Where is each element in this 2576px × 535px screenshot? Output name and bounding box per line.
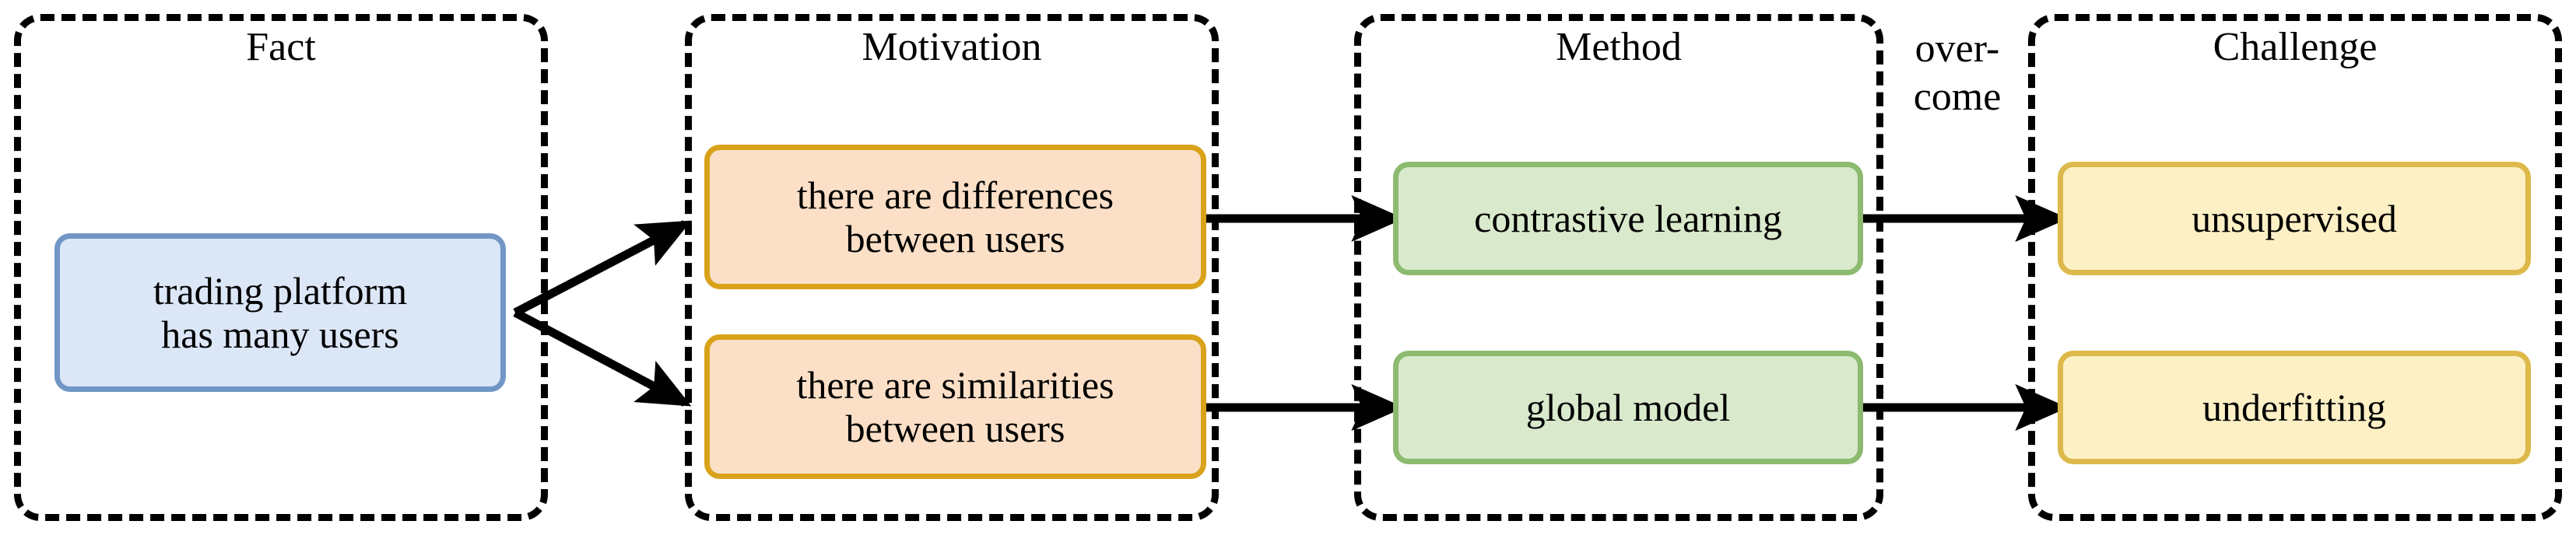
node-motivation-differences-line1: there are differences (796, 173, 1114, 217)
group-challenge (2028, 14, 2562, 521)
group-fact (14, 14, 548, 521)
node-method-global-model[interactable]: global model (1393, 351, 1863, 464)
group-title-motivation: Motivation (862, 25, 1042, 69)
node-challenge-unsupervised-text: unsupervised (2192, 197, 2397, 240)
node-motivation-differences[interactable]: there are differences between users (704, 145, 1206, 289)
node-fact-trading-platform[interactable]: trading platform has many users (54, 233, 506, 392)
group-title-fact: Fact (246, 25, 316, 69)
group-motivation (685, 14, 1219, 521)
node-motivation-differences-line2: between users (845, 217, 1065, 261)
edge-label-overcome: over- come (1913, 26, 2002, 120)
node-challenge-unsupervised[interactable]: unsupervised (2058, 162, 2531, 275)
node-motivation-differences-text: there are differences between users (718, 173, 1193, 261)
node-motivation-similarities-line1: there are similarities (796, 363, 1114, 407)
group-method (1354, 14, 1883, 521)
node-method-contrastive-learning[interactable]: contrastive learning (1393, 162, 1863, 275)
node-method-global-model-text: global model (1525, 386, 1731, 429)
node-motivation-similarities-text: there are similarities between users (718, 363, 1193, 450)
node-challenge-underfitting-text: underfitting (2202, 386, 2387, 429)
node-method-contrastive-learning-text: contrastive learning (1474, 197, 1782, 240)
node-fact-line2: has many users (161, 313, 399, 356)
node-motivation-similarities-line2: between users (845, 407, 1065, 450)
node-motivation-similarities[interactable]: there are similarities between users (704, 334, 1206, 479)
node-fact-line1: trading platform (153, 269, 408, 313)
node-fact-text: trading platform has many users (68, 269, 493, 356)
group-title-method: Method (1556, 25, 1682, 69)
node-challenge-underfitting[interactable]: underfitting (2058, 351, 2531, 464)
group-title-challenge: Challenge (2213, 25, 2378, 69)
